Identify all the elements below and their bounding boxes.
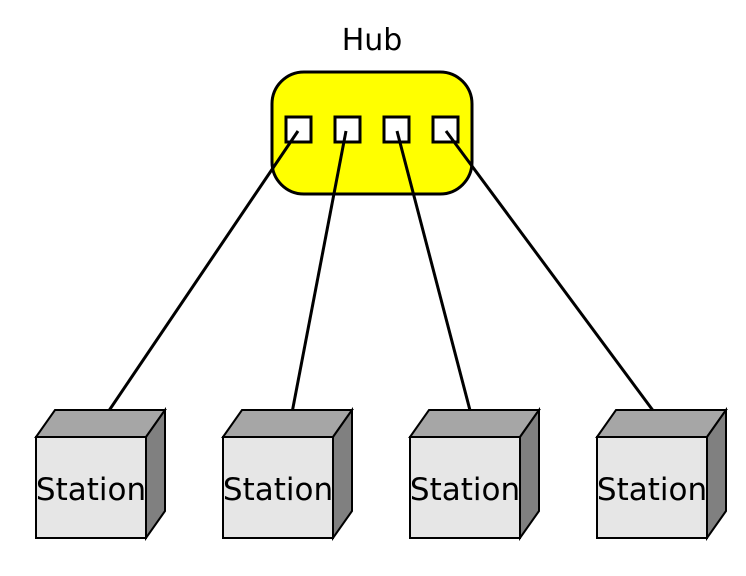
hub-port-2 (333, 115, 362, 144)
station-3-top (408, 409, 541, 438)
cable-3 (395, 130, 474, 419)
station-1-top (34, 409, 167, 438)
station-2-front (222, 436, 334, 539)
station-4-top (595, 409, 728, 438)
cable-1 (102, 130, 300, 419)
station-1: Station (34, 406, 167, 542)
hub-body (270, 70, 474, 196)
hub-label: Hub (342, 23, 403, 58)
cable-2 (289, 130, 348, 419)
station-3-front (409, 436, 521, 539)
station-4: Station (595, 406, 728, 542)
station-3-label: Station (410, 472, 520, 508)
hub-port-1 (284, 115, 313, 144)
hub-ports (284, 115, 460, 144)
station-2-label: Station (223, 472, 333, 508)
station-4-front (596, 436, 708, 539)
station-4-label: Station (597, 472, 707, 508)
station-1-front (35, 436, 147, 539)
station-3: Station (408, 406, 541, 542)
station-2-top (221, 409, 354, 438)
station-2: Station (221, 406, 354, 542)
hub-port-3 (382, 115, 411, 144)
cables (102, 130, 662, 421)
station-1-label: Station (36, 472, 146, 508)
cable-4 (444, 130, 662, 421)
hub-port-4 (431, 115, 460, 144)
